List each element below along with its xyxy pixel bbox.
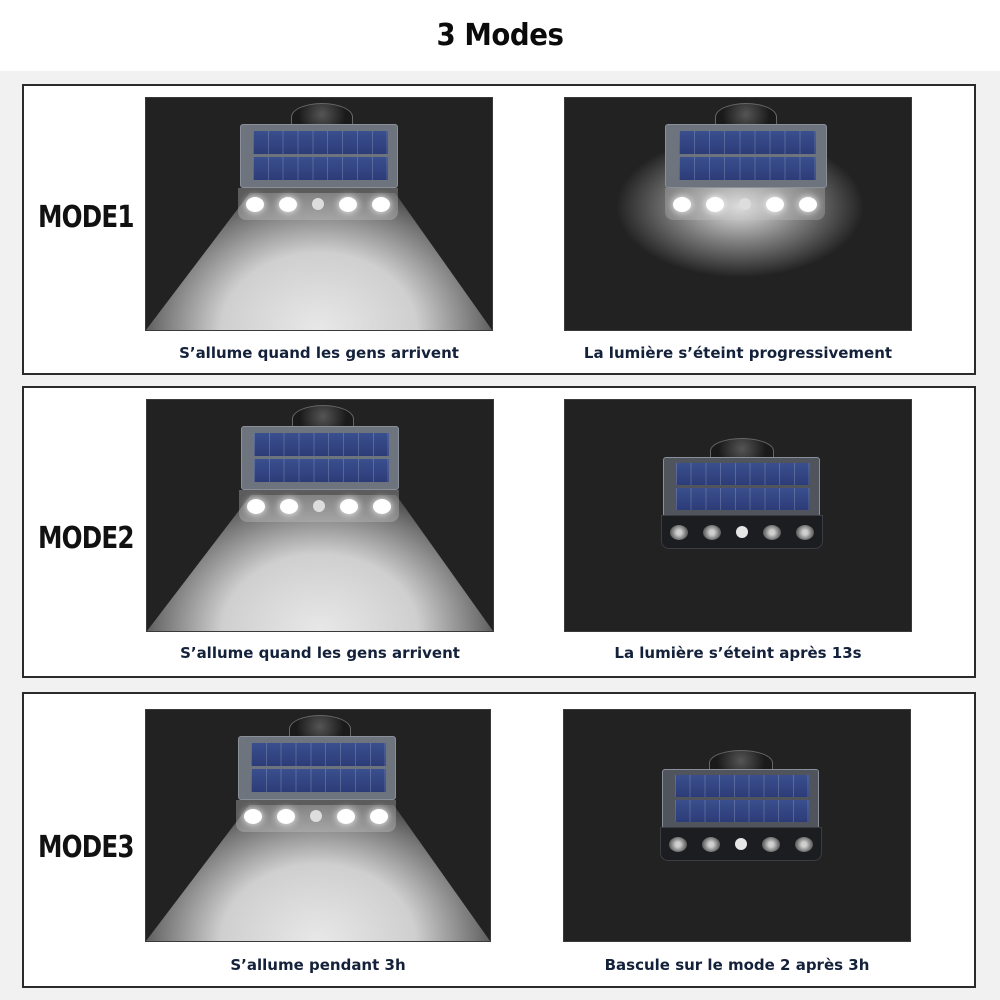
led-icon bbox=[701, 836, 720, 852]
mode-label: MODE3 bbox=[38, 830, 134, 865]
page-header: 3 Modes bbox=[0, 0, 1000, 71]
mode-panel-1: MODE1 S’allume quand les gens arrivent bbox=[22, 84, 976, 375]
solar-panel-icon bbox=[662, 769, 819, 829]
led-icon bbox=[337, 808, 356, 824]
pir-sensor-icon bbox=[311, 198, 324, 210]
led-icon bbox=[245, 196, 264, 212]
led-icon bbox=[796, 524, 815, 540]
mode-caption-right: La lumière s’éteint progressivement bbox=[583, 344, 893, 362]
page-title: 3 Modes bbox=[436, 18, 564, 53]
pir-sensor-icon bbox=[312, 500, 325, 512]
led-icon bbox=[668, 836, 687, 852]
led-icon bbox=[243, 808, 262, 824]
mode-caption-right: La lumière s’éteint après 13s bbox=[614, 644, 862, 662]
solar-panel-icon bbox=[663, 457, 820, 517]
mode-caption-left: S’allume quand les gens arrivent bbox=[180, 644, 460, 662]
led-icon bbox=[278, 196, 297, 212]
led-icon bbox=[276, 808, 295, 824]
solar-panel-icon bbox=[240, 124, 398, 188]
led-bar bbox=[239, 490, 399, 522]
lamp-photo-off bbox=[564, 399, 912, 632]
led-icon bbox=[669, 524, 688, 540]
led-icon bbox=[246, 498, 265, 514]
led-bar bbox=[236, 800, 396, 832]
led-bar bbox=[238, 188, 398, 220]
led-icon bbox=[279, 498, 298, 514]
mode-caption-left: S’allume quand les gens arrivent bbox=[179, 344, 459, 362]
pir-sensor-icon bbox=[309, 810, 322, 822]
lamp-photo-bright-beam bbox=[145, 709, 491, 942]
led-icon bbox=[372, 196, 391, 212]
solar-panel-icon bbox=[238, 736, 396, 800]
led-icon bbox=[672, 196, 691, 212]
lamp-photo-bright-beam bbox=[145, 97, 493, 331]
lamp-photo-soft-glow bbox=[564, 97, 912, 331]
pir-sensor-icon bbox=[735, 526, 748, 538]
pir-sensor-icon bbox=[734, 838, 747, 850]
mode-caption-left: S’allume pendant 3h bbox=[230, 956, 406, 974]
led-icon bbox=[763, 524, 782, 540]
led-bar bbox=[660, 827, 822, 861]
mode-caption-right: Bascule sur le mode 2 après 3h bbox=[604, 956, 870, 974]
led-icon bbox=[370, 808, 389, 824]
led-icon bbox=[762, 836, 781, 852]
mode-panel-3: MODE3 S’allume pendant 3h Bas bbox=[22, 692, 976, 988]
led-bar bbox=[665, 188, 825, 220]
mode-panel-2: MODE2 S’allume quand les gens arrivent bbox=[22, 386, 976, 678]
led-icon bbox=[373, 498, 392, 514]
mode-label: MODE2 bbox=[38, 521, 134, 556]
led-icon bbox=[766, 196, 785, 212]
solar-panel-icon bbox=[241, 426, 399, 490]
led-icon bbox=[795, 836, 814, 852]
mode-label: MODE1 bbox=[38, 200, 134, 235]
lamp-photo-off bbox=[563, 709, 911, 942]
led-icon bbox=[339, 196, 358, 212]
led-bar bbox=[661, 515, 823, 549]
solar-panel-icon bbox=[665, 124, 827, 188]
led-icon bbox=[340, 498, 359, 514]
lamp-photo-bright-beam bbox=[146, 399, 494, 632]
pir-sensor-icon bbox=[738, 198, 751, 210]
led-icon bbox=[799, 196, 818, 212]
led-icon bbox=[705, 196, 724, 212]
led-icon bbox=[702, 524, 721, 540]
